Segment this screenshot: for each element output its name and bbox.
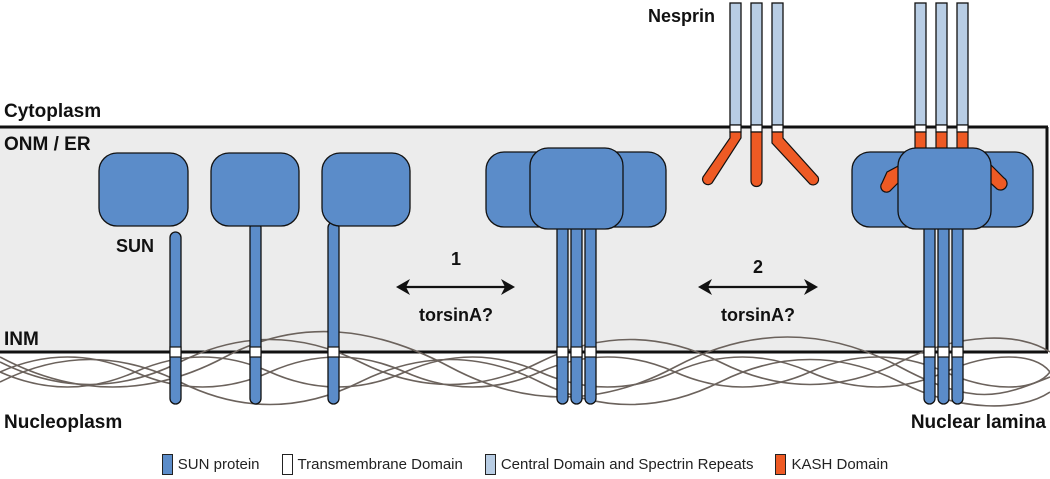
sun-protein-monomer-1 (98, 152, 189, 405)
step-2-arrow (698, 279, 818, 295)
legend-swatch-central-domain (484, 453, 496, 475)
legend-label: SUN protein (177, 455, 260, 473)
nesprin-trimer-free (701, 2, 820, 188)
nucleoplasm-label: Nucleoplasm (4, 412, 122, 433)
sun-protein-trimer (485, 147, 667, 405)
legend: SUN protein Transmembrane Domain Central… (0, 452, 1050, 476)
legend-item-sun-protein: SUN protein (161, 453, 260, 475)
legend-item-kash-domain: KASH Domain (775, 453, 889, 475)
nuclear-lamina-label: Nuclear lamina (911, 412, 1047, 433)
sun-protein-monomer-2 (210, 152, 300, 405)
step-1-label: torsinA? (419, 305, 493, 325)
step-1-number: 1 (451, 249, 461, 269)
nesprin-label: Nesprin (648, 6, 715, 26)
legend-label: Transmembrane Domain (297, 455, 463, 473)
sun-label: SUN (116, 236, 154, 256)
sun-protein-monomer-3 (321, 152, 411, 405)
onm-er-label: ONM / ER (4, 134, 91, 155)
legend-swatch-sun-protein (161, 453, 173, 475)
step-1-arrow (396, 279, 515, 295)
legend-item-transmembrane-domain: Transmembrane Domain (281, 453, 463, 475)
legend-swatch-transmembrane-domain (281, 453, 293, 475)
legend-label: KASH Domain (791, 455, 889, 473)
step-2-number: 2 (753, 257, 763, 277)
cytoplasm-label: Cytoplasm (4, 101, 101, 122)
legend-item-central-domain: Central Domain and Spectrin Repeats (484, 453, 754, 475)
step-2-label: torsinA? (721, 305, 795, 325)
linc-complex (851, 2, 1034, 405)
legend-swatch-kash-domain (775, 453, 787, 475)
legend-label: Central Domain and Spectrin Repeats (500, 455, 754, 473)
inm-label: INM (4, 329, 39, 350)
